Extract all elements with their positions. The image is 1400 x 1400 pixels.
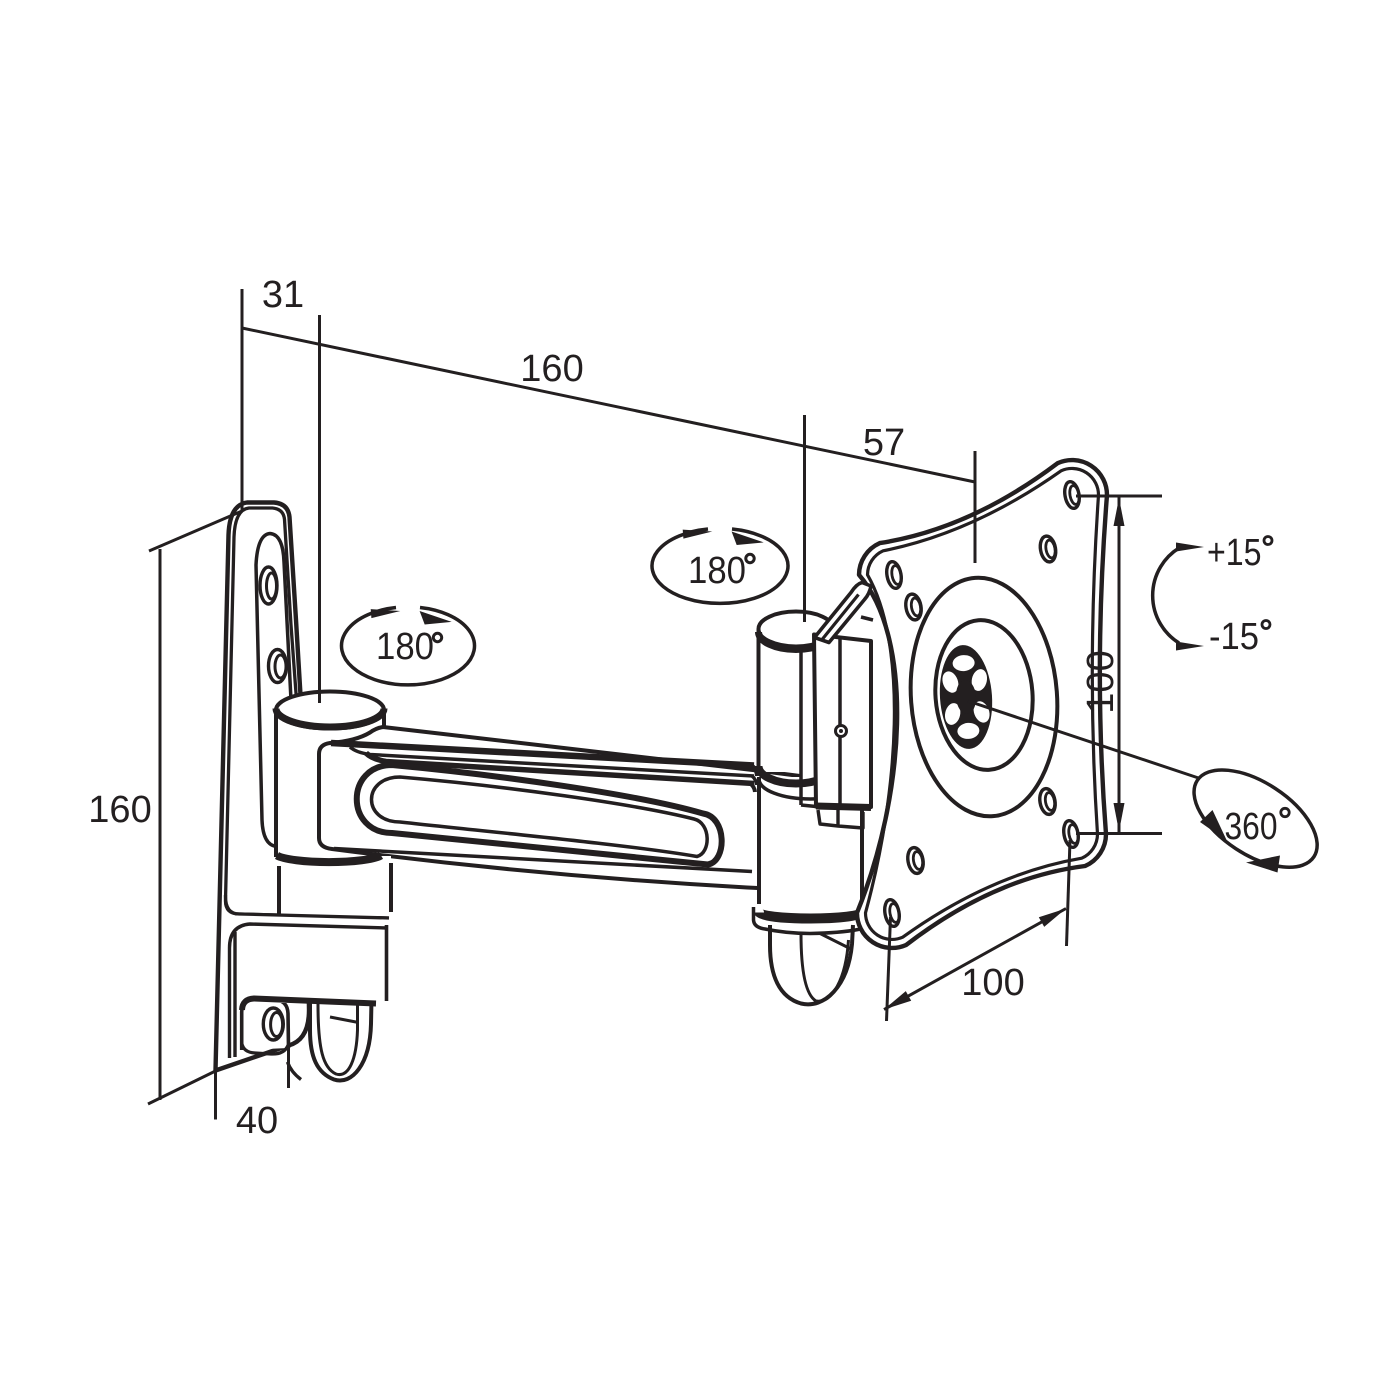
svg-text:160: 160 bbox=[520, 348, 583, 390]
svg-text:180: 180 bbox=[376, 626, 434, 668]
svg-text:180: 180 bbox=[688, 550, 746, 592]
svg-text:31: 31 bbox=[262, 274, 304, 316]
svg-text:57: 57 bbox=[863, 422, 905, 464]
svg-text:100: 100 bbox=[961, 962, 1024, 1004]
svg-text:40: 40 bbox=[236, 1100, 278, 1142]
svg-text:-15: -15 bbox=[1209, 616, 1259, 658]
svg-text:+15: +15 bbox=[1207, 532, 1262, 574]
svg-text:100: 100 bbox=[1080, 650, 1122, 713]
svg-text:160: 160 bbox=[88, 789, 151, 831]
svg-text:360: 360 bbox=[1225, 806, 1278, 848]
